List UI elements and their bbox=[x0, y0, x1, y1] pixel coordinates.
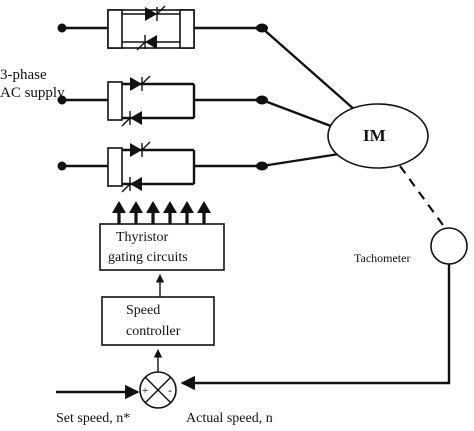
phase-a-motor-lead bbox=[261, 27, 365, 119]
motor-tachometer-shaft-coupling bbox=[399, 165, 449, 233]
phase-a-reverse-thyristor bbox=[145, 35, 157, 49]
supply-label-line1: 3-phase bbox=[0, 67, 47, 83]
set-speed-label: Set speed, n* bbox=[56, 411, 131, 426]
phase-b-thyristor-pair bbox=[107, 75, 196, 127]
phase-c-branch bbox=[57, 141, 353, 193]
gate-pulse-arrow bbox=[129, 201, 143, 224]
speed-controller-label-line1: Speed bbox=[126, 303, 161, 318]
phase-a-branch bbox=[57, 5, 365, 119]
phase-a-thyristor-pair bbox=[107, 5, 195, 51]
gate-pulse-arrow bbox=[112, 201, 126, 224]
phase-c-forward-thyristor bbox=[130, 143, 142, 157]
phase-b-reverse-thyristor bbox=[130, 111, 142, 125]
speed-controller-label-line2: controller bbox=[126, 324, 181, 339]
phase-a-forward-thyristor bbox=[145, 7, 157, 21]
gate-pulse-arrow bbox=[146, 201, 160, 224]
gate-pulse-arrows bbox=[112, 201, 211, 224]
summing-minus-sign: - bbox=[168, 383, 172, 397]
phase-c-thyristor-pair bbox=[107, 141, 196, 193]
gating-label-line1: Thyristor bbox=[116, 230, 169, 245]
speed-controller-block bbox=[101, 296, 215, 346]
summing-plus-sign: + bbox=[142, 385, 149, 397]
phase-a-right-terminal-block bbox=[179, 9, 195, 49]
gate-pulse-arrow bbox=[197, 201, 211, 224]
phase-a-left-terminal-block bbox=[107, 9, 123, 49]
gate-pulse-arrow bbox=[180, 201, 194, 224]
phase-b-left-terminal-block bbox=[107, 81, 123, 121]
summing-junction bbox=[139, 371, 177, 409]
motor-label: IM bbox=[363, 126, 386, 145]
phase-b-branch bbox=[57, 75, 345, 133]
phase-c-left-terminal-block bbox=[107, 147, 123, 187]
actual-speed-label: Actual speed, n bbox=[186, 411, 273, 426]
phase-c-reverse-thyristor bbox=[130, 177, 142, 191]
induction-motor-symbol bbox=[327, 103, 429, 169]
supply-label-line2: AC supply bbox=[0, 85, 65, 101]
speed-feedback-wire bbox=[180, 264, 451, 391]
phase-b-forward-thyristor bbox=[130, 77, 142, 91]
tachometer-label: Tachometer bbox=[354, 251, 411, 265]
tachometer-symbol bbox=[430, 227, 468, 265]
thyristor-gating-block bbox=[99, 223, 225, 271]
gating-label-line2: gating circuits bbox=[108, 250, 188, 265]
gate-pulse-arrow bbox=[163, 201, 177, 224]
